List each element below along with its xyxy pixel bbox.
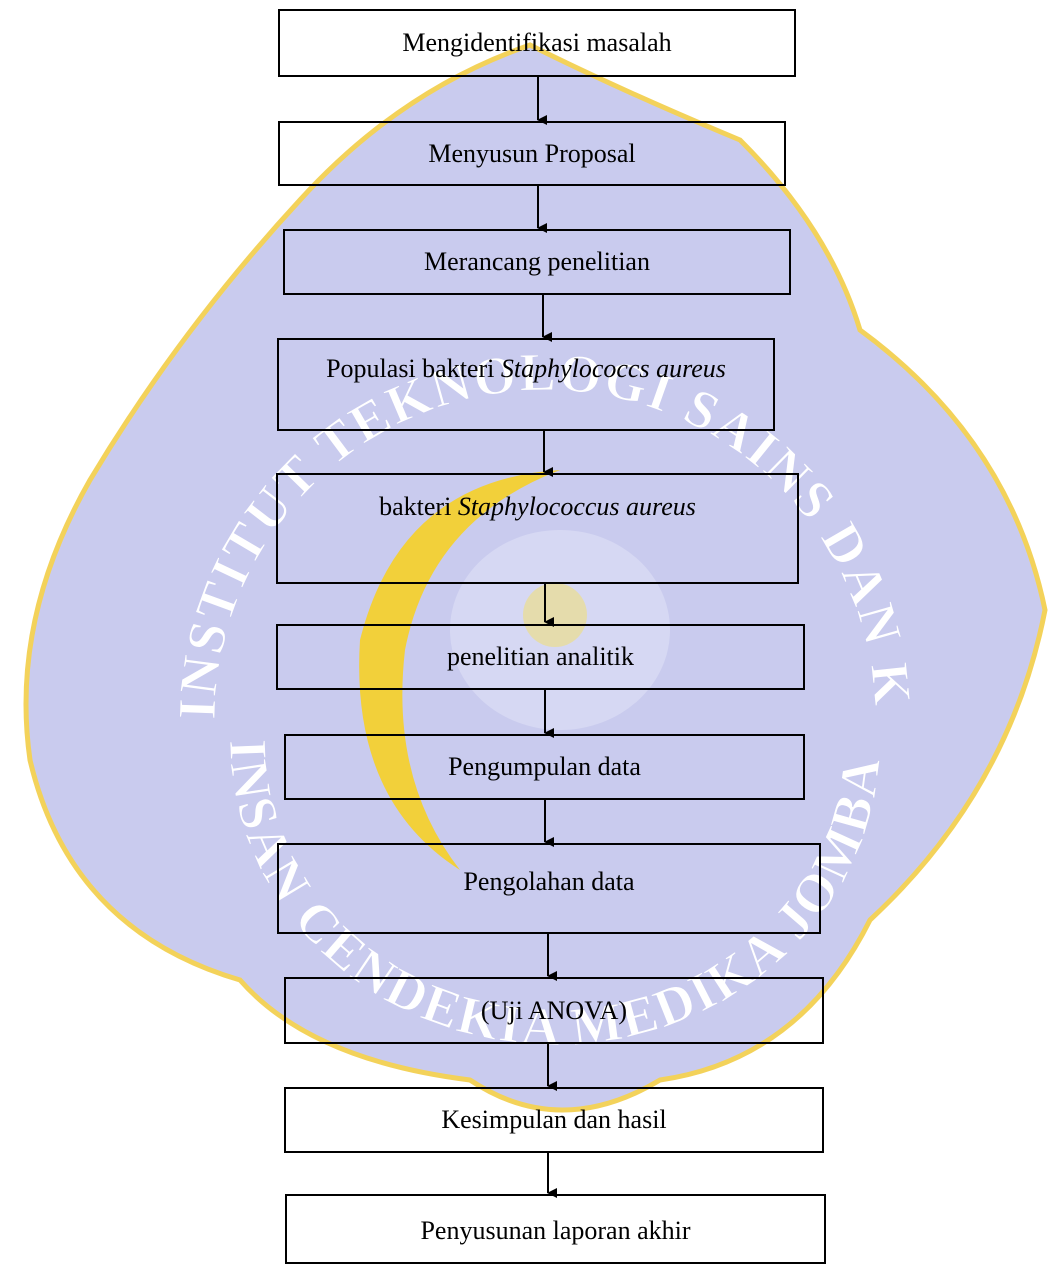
step-compose-proposal: Menyusun Proposal	[278, 121, 786, 186]
step-label: Mengidentifikasi masalah	[402, 28, 672, 57]
step-label-species: Staphylococcs aureus	[500, 354, 726, 383]
step-label: Merancang penelitian	[424, 247, 650, 276]
step-label: Populasi bakteri Staphylococcs aureus	[316, 352, 736, 386]
step-label-species: Staphylococcus aureus	[457, 492, 696, 521]
seal-crescent	[359, 470, 560, 870]
step-label: bakteri Staphylococcus aureus	[379, 490, 696, 524]
step-label: Menyusun Proposal	[428, 138, 636, 168]
step-label: Pengolahan data	[463, 867, 635, 896]
seal-center-dot	[523, 583, 587, 647]
step-identify-problem: Mengidentifikasi masalah	[278, 9, 796, 77]
step-analytic-research: penelitian analitik	[276, 624, 805, 690]
step-label: (Uji ANOVA)	[480, 995, 628, 1025]
step-label: Kesimpulan dan hasil	[441, 1105, 667, 1134]
step-bacteria-sample: bakteri Staphylococcus aureus	[276, 473, 799, 584]
step-label-prefix: bakteri	[379, 492, 458, 521]
step-label: Penyusunan laporan akhir	[420, 1216, 691, 1245]
step-label: penelitian analitik	[447, 642, 634, 671]
step-label: Pengumpulan data	[448, 752, 641, 781]
step-bacteria-population: Populasi bakteri Staphylococcs aureus	[277, 338, 775, 431]
step-label-prefix: Populasi bakteri	[326, 354, 501, 383]
